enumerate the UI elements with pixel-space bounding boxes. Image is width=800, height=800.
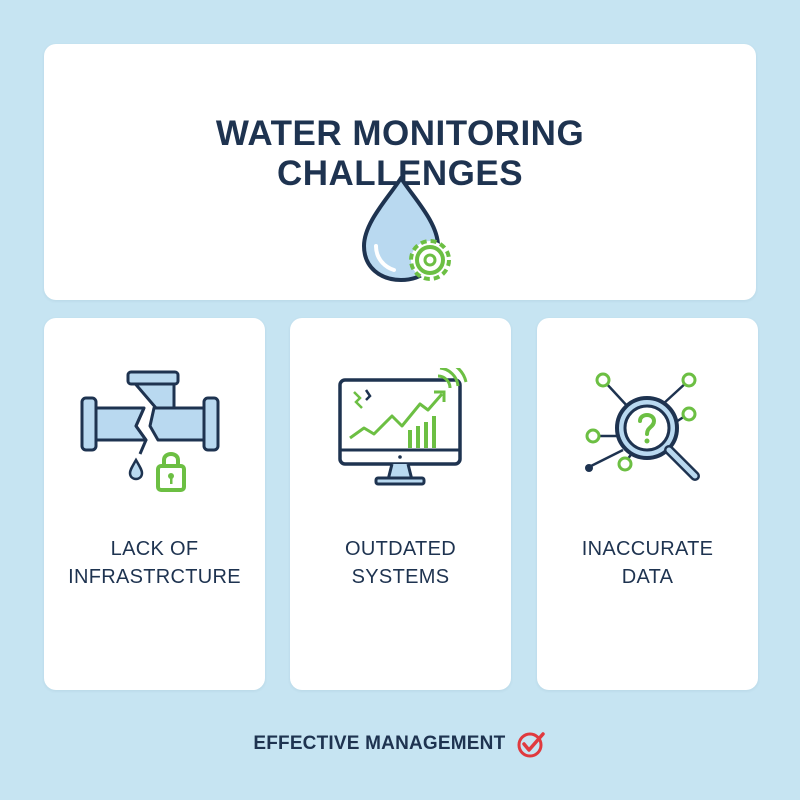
footer-caption: EFFECTIVE MANAGEMENT: [0, 728, 800, 760]
monitor-signal-chart-icon: [338, 368, 468, 486]
magnifier-question-network-icon: [585, 372, 700, 481]
broken-pipe-lock-icon: [80, 370, 220, 492]
title-line-1: WATER MONITORING: [215, 114, 585, 153]
tile-label: OUTDATED SYSTEMS: [290, 535, 511, 591]
tile-label-line-2: INFRASTRCTURE: [68, 566, 241, 588]
tile-label: LACK OF INFRASTRCTURE: [44, 535, 265, 591]
tile-lack-of-infrastructure: LACK OF INFRASTRCTURE: [44, 318, 265, 690]
tile-inaccurate-data: INACCURATE DATA: [537, 318, 758, 690]
tile-outdated-systems: OUTDATED SYSTEMS: [290, 318, 511, 690]
tile-label-line-1: LACK OF: [110, 538, 199, 560]
footer-text: EFFECTIVE MANAGEMENT: [253, 733, 506, 754]
red-check-circle-icon: [517, 732, 545, 758]
tile-label-line-1: INACCURATE: [581, 538, 714, 560]
tile-label: INACCURATE DATA: [537, 535, 758, 591]
tile-label-line-1: OUTDATED: [345, 538, 456, 560]
tile-label-line-2: SYSTEMS: [351, 566, 450, 588]
page-title: WATER MONITORING CHALLENGES: [44, 114, 756, 194]
header-card: WATER MONITORING CHALLENGES: [44, 44, 756, 300]
tile-label-line-2: DATA: [621, 566, 674, 588]
water-drop-gear-icon: [362, 176, 451, 282]
